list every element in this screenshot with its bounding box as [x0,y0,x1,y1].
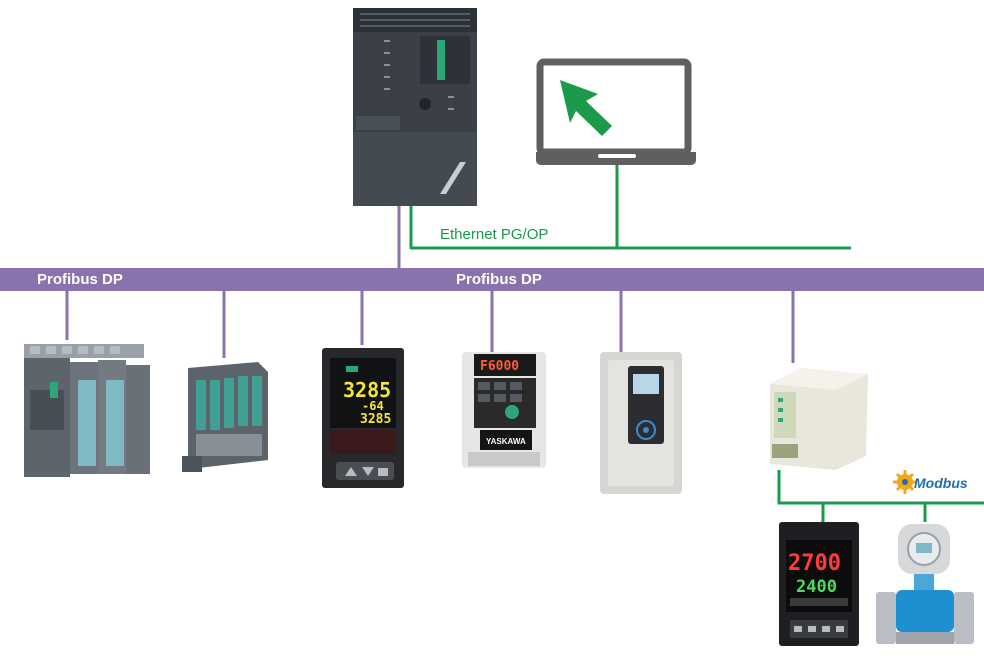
profibus-label-left: Profibus DP [37,271,123,288]
cursor-arrow-icon [560,80,612,136]
controller-pv-readout: 3285 [343,378,391,402]
modbus-logo-icon [893,470,917,494]
drive-brand-label: YASKAWA [486,437,526,446]
drive-display-readout: F6000 [480,359,519,374]
controller-sp-readout: -64 [362,399,384,413]
profibus-bus-bar [0,268,984,291]
temperature-controller: 3285 -64 3285 [322,348,404,488]
laptop-icon [536,58,696,165]
controller-out-readout: 3285 [360,412,391,427]
modbus-gateway-line [777,470,984,505]
meter-pv-readout: 2700 [788,551,841,576]
profibus-drops [65,205,795,363]
digital-panel-meter: 2700 2400 [779,522,859,646]
meter-sp-readout: 2400 [796,577,837,597]
electromagnetic-flowmeter [876,524,974,644]
plc-cpu-module [353,8,477,206]
modbus-network [777,470,984,522]
compact-drive: F6000 YASKAWA [462,352,546,468]
large-drive [600,352,682,494]
ethernet-network [409,165,851,250]
profibus-label-center: Profibus DP [456,271,542,288]
ethernet-label: Ethernet PG/OP [440,226,549,243]
remote-io-module [182,362,268,472]
modbus-gateway [770,368,868,470]
modular-plc-rack [24,344,150,477]
modbus-label: Modbus [914,475,968,491]
